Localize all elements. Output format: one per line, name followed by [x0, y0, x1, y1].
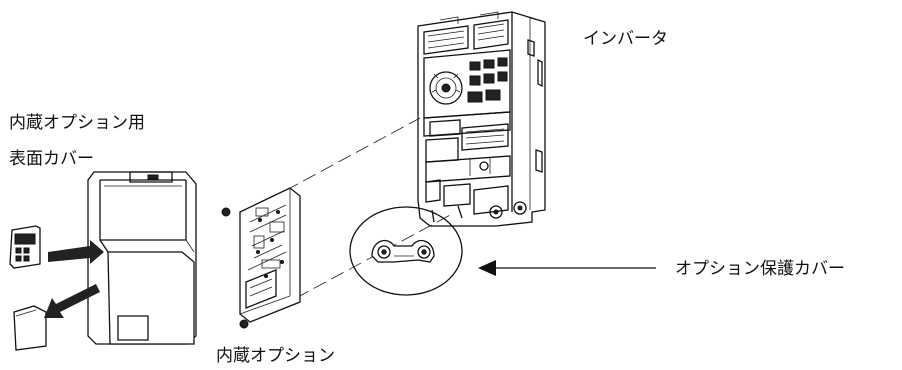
cover-piece-illustration [13, 284, 100, 351]
front-cover-label-line1: 内蔵オプション用 [9, 113, 145, 133]
front-cover-label-line2: 表面カバー [9, 149, 94, 169]
protection-cover-arrow [478, 260, 656, 276]
protection-cover-label: オプション保護カバー [675, 259, 845, 279]
inverter-illustration [417, 11, 546, 227]
front-cover-illustration [87, 171, 197, 345]
protection-cover-illustration [349, 206, 463, 296]
option-board-illustration [221, 187, 301, 329]
panel-piece-illustration [9, 225, 104, 269]
inverter-label: インバータ [583, 29, 668, 49]
builtin-option-label: 内蔵オプション [216, 346, 335, 366]
